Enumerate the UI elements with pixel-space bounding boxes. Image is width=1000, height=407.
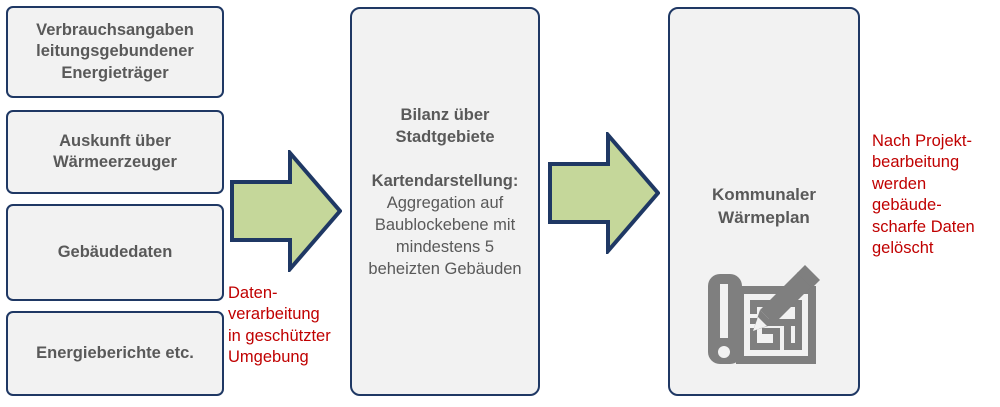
arrow-sources-to-process-icon xyxy=(230,150,342,272)
source-box-gebaeudedaten: Gebäudedaten xyxy=(6,204,224,301)
note-data-deletion: Nach Projekt- bearbeitung werden gebäude… xyxy=(872,132,975,258)
output-box-label: Kommunaler Wärmeplan xyxy=(712,185,816,227)
source-box-label: Energieberichte etc. xyxy=(36,343,194,362)
process-box-heading: Bilanz über Stadtgebiete xyxy=(395,106,495,146)
output-box-waermeplan: Kommunaler Wärmeplan xyxy=(668,7,860,396)
process-box-content: Bilanz über Stadtgebiete Kartendarstellu… xyxy=(352,105,538,281)
source-box-energieberichte: Energieberichte etc. xyxy=(6,311,224,396)
source-box-label: Gebäudedaten xyxy=(57,242,173,261)
arrow-process-to-output-icon xyxy=(548,132,660,254)
source-box-label: Auskunft über Wärmeerzeuger xyxy=(53,131,177,171)
source-box-auskunft-waermeerzeuger: Auskunft über Wärmeerzeuger xyxy=(6,110,224,194)
process-box-bilanz: Bilanz über Stadtgebiete Kartendarstellu… xyxy=(350,7,540,396)
process-box-subheading: Kartendarstellung: xyxy=(371,171,519,190)
source-box-label: Verbrauchsangaben leitungsgebundener Ene… xyxy=(36,20,194,82)
process-box-body: Aggregation auf Baublockebene mit mindes… xyxy=(368,193,522,278)
note-data-processing: Daten- verarbeitung in geschützter Umgeb… xyxy=(228,284,331,367)
blueprint-pencil-icon xyxy=(708,265,820,364)
source-box-verbrauchsangaben: Verbrauchsangaben leitungsgebundener Ene… xyxy=(6,6,224,98)
